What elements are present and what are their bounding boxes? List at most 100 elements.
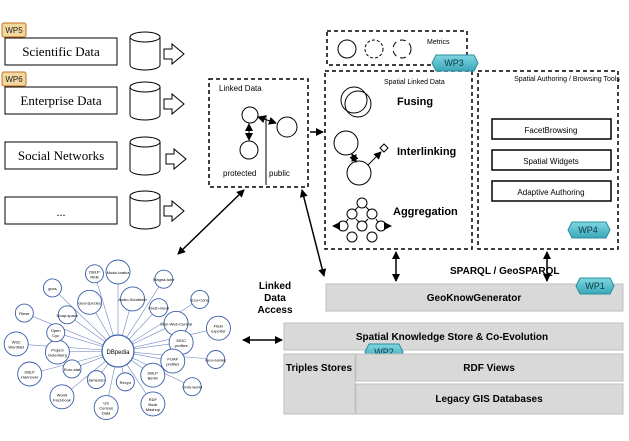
lod-node-label: profiles: [175, 343, 188, 348]
wp2-badge-label: WP2: [374, 347, 394, 357]
wp3-badge-label: WP3: [444, 58, 464, 68]
block-arrow-icon: [163, 42, 185, 66]
lod-node-label: Fact-book: [53, 397, 71, 402]
metric-circle-icon: [337, 39, 357, 59]
wp1-badge-label: WP1: [585, 281, 605, 291]
block-arrow-icon: [163, 199, 185, 223]
lod-node-label: Eco-Cons: [191, 297, 209, 302]
legacy-gis: Legacy GIS Databases: [355, 383, 624, 415]
lod-node-label: US: [103, 401, 109, 406]
source-label: Social Networks: [18, 148, 104, 163]
generator-label: GeoKnowGenerator: [427, 293, 522, 304]
lod-node-label: World: [57, 392, 67, 397]
database-icon-rim: [129, 195, 161, 202]
lod-node-label: DBLP: [148, 371, 159, 376]
lod-node: [85, 264, 104, 284]
knowledge-store-bar: [283, 322, 624, 351]
lod-node-label: Magna-tune: [153, 277, 175, 282]
lod-node: [140, 391, 166, 417]
interlinking-label: Interlinking: [397, 146, 456, 158]
lod-edge: [24, 312, 119, 352]
interlink-circle-icon: [333, 130, 359, 156]
lod-node: [14, 303, 34, 323]
lod-node: [190, 289, 210, 309]
lod-node-label: Revyu: [120, 380, 131, 385]
interlink-arrow: [349, 153, 359, 163]
lod-node: [49, 384, 75, 410]
knowledge-store: Spatial Knowledge Store & Co-Evolution: [283, 322, 624, 351]
wp1-badge: WP1: [575, 277, 615, 295]
lod-node-label: Geo-names: [205, 358, 226, 363]
lod-node-label: Berlin: [148, 376, 158, 381]
lda-line: Data: [264, 293, 286, 304]
dbpedia-node: [101, 334, 135, 368]
lod-node: [62, 359, 82, 379]
lod-node-label: DBLP: [89, 269, 100, 274]
linked-data-box: Linked Data protected public: [208, 78, 309, 188]
lod-node: [86, 370, 106, 390]
lod-node-label: Geo-species: [78, 300, 100, 305]
fusing-label: Fusing: [397, 96, 433, 108]
lod-node-label: Project: [51, 348, 64, 353]
lod-node-label: Open: [51, 328, 61, 333]
lod-node-label: Music-brainz: [107, 270, 130, 275]
source-label: ...: [57, 205, 66, 219]
rdf-views-bar: [355, 353, 624, 382]
lda-line: Access: [257, 305, 292, 316]
interlink-circle-icon: [346, 160, 372, 186]
lod-node-label: Cyc: [52, 333, 59, 338]
public-label: public: [269, 169, 290, 178]
fusing-circle-icon: [340, 86, 368, 114]
node-circle: [241, 106, 259, 124]
source-label: Enterprise Data: [20, 93, 101, 108]
database-icon: [129, 31, 161, 71]
knowledge-store-label: Spatial Knowledge Store & Co-Evolution: [356, 332, 548, 343]
lod-node-label: DBLP: [24, 370, 35, 375]
source-scientific: Scientific Data: [4, 31, 185, 71]
lod-node: [160, 348, 186, 374]
node-circle: [239, 140, 259, 160]
lod-node-label: exporter: [211, 329, 226, 334]
wp4-badge: WP4: [567, 221, 611, 239]
lod-node-label: RDF: [149, 397, 158, 402]
lod-node-label: Flickr: [214, 324, 224, 329]
lod-node-label: Mashup: [146, 407, 161, 412]
wp6-badge-label: WP6: [5, 75, 23, 84]
fusing-circle-icon: [344, 90, 372, 118]
node-circle: [276, 116, 298, 138]
lod-node: [42, 278, 62, 298]
link-arrow: [257, 115, 277, 125]
lod-node-label: Jamendo: [88, 378, 105, 383]
lda-line: Linked: [259, 281, 291, 292]
aggregation-icon: [332, 197, 392, 243]
authoring-tools-box: Spatial Authoring / Browsing Tools Facet…: [477, 70, 620, 250]
source-box: [4, 196, 118, 225]
lod-node: [17, 361, 43, 387]
lod-node-label: Census: [99, 406, 113, 411]
lod-node: [3, 331, 29, 357]
source-box: [4, 141, 118, 170]
lod-node-label: Doap-space: [56, 313, 78, 318]
source-enterprise: Enterprise Data: [4, 81, 185, 121]
lod-node-label: Data: [102, 411, 111, 416]
wp5-badge: WP5: [1, 22, 27, 38]
metrics-label: Metrics: [427, 39, 450, 46]
block-arrow-icon: [163, 92, 185, 116]
lod-node: [120, 286, 146, 312]
wp6-badge: WP6: [1, 71, 27, 87]
legacy-gis-label: Legacy GIS Databases: [435, 394, 543, 405]
adaptive-authoring-button[interactable]: [491, 180, 612, 202]
generator-bar: [325, 283, 624, 312]
lod-center: DBpedia: [101, 334, 135, 368]
facet-browsing-button[interactable]: [491, 118, 612, 140]
spatial-widgets-button[interactable]: [491, 149, 612, 171]
lod-node: [77, 289, 103, 315]
lod-node: [93, 395, 119, 420]
spatial-widgets-label: Spatial Widgets: [523, 157, 579, 166]
lod-node-label: FOAF: [167, 357, 178, 362]
lod-node-label: Book: [148, 402, 157, 407]
lod-node-label: Riese: [19, 311, 30, 316]
facet-browsing-label: FacetBrowsing: [525, 126, 578, 135]
database-icon-rim: [129, 86, 161, 93]
